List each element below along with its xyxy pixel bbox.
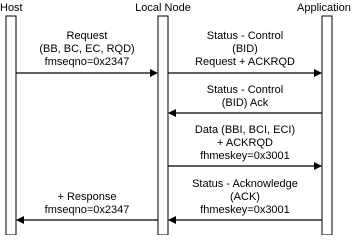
message-line: Request xyxy=(66,30,108,42)
message-response-label: + Response fmseqno=0x2347 xyxy=(20,191,154,217)
message-line: + ACKRQD xyxy=(217,137,273,149)
host-lifeline xyxy=(5,15,17,236)
application-lifeline xyxy=(321,15,333,236)
message-line: + Response xyxy=(57,191,117,203)
message-request-label: Request (BB, BC, EC, RQD) fmseqno=0x2347 xyxy=(20,30,154,69)
message-status-control-request-label: Status - Control (BID) Request + ACKRQD xyxy=(170,30,320,69)
message-line: (ACK) xyxy=(230,191,260,203)
message-line: fhmeskey=0x3001 xyxy=(200,150,290,162)
message-line: fhmeskey=0x3001 xyxy=(200,204,290,216)
message-status-acknowledge-label: Status - Acknowledge (ACK) fhmeskey=0x30… xyxy=(170,178,320,217)
message-line: Request + ACKRQD xyxy=(195,56,295,68)
message-line: Status - Control xyxy=(206,30,284,42)
message-line: Status - Control xyxy=(206,84,284,96)
participant-host: Host xyxy=(0,2,23,14)
message-line: Status - Acknowledge xyxy=(192,178,298,190)
sequence-diagram: Host Local Node Application Request (BB,… xyxy=(0,2,351,236)
local-node-lifeline xyxy=(157,15,169,236)
message-status-control-ack-label: Status - Control (BID) Ack xyxy=(170,84,320,110)
message-line: Data (BBI, BCI, ECI) xyxy=(194,124,296,136)
message-line: fmseqno=0x2347 xyxy=(44,204,130,216)
message-data-label: Data (BBI, BCI, ECI) + ACKRQD fhmeskey=0… xyxy=(170,124,320,163)
participant-local-node: Local Node xyxy=(135,2,191,14)
message-line: (BB, BC, EC, RQD) xyxy=(39,43,135,55)
participant-application: Application xyxy=(297,2,351,14)
diagram-canvas xyxy=(5,15,333,236)
message-line: (BID) Ack xyxy=(221,97,269,109)
message-line: fmseqno=0x2347 xyxy=(44,56,130,68)
message-line: (BID) xyxy=(232,43,258,55)
